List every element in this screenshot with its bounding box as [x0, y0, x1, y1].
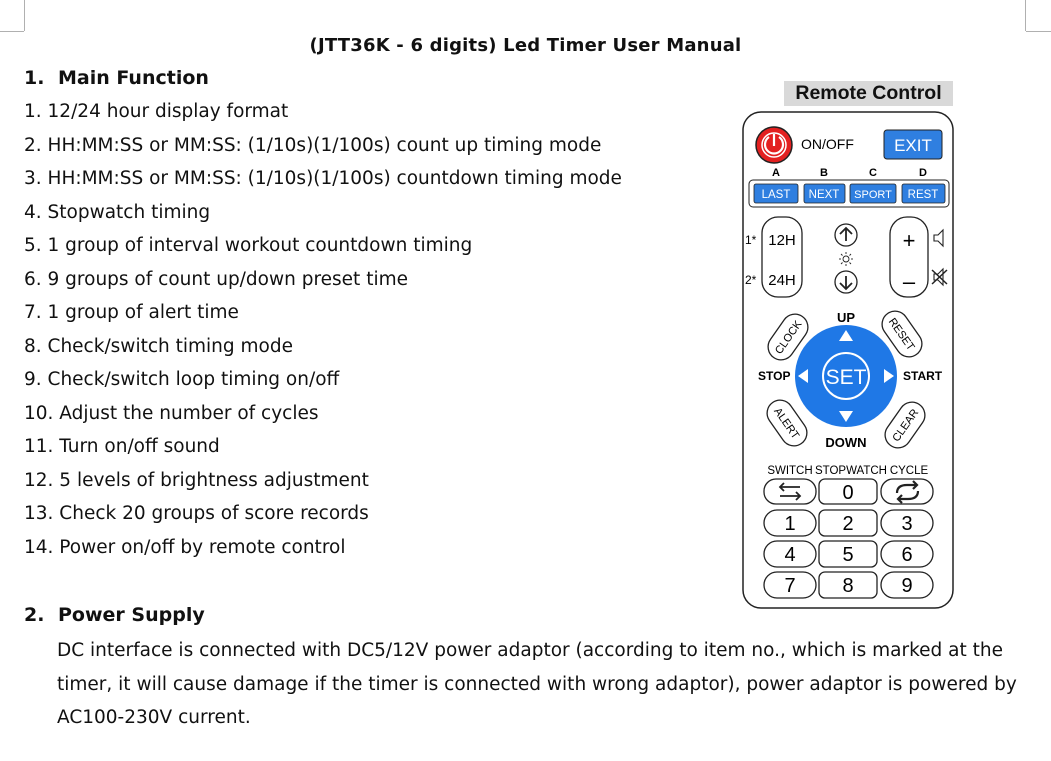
- stopwatch-label: STOPWATCH: [815, 465, 887, 477]
- last-button[interactable]: LAST: [753, 183, 799, 204]
- down-label: DOWN: [825, 435, 866, 450]
- digit-0-button[interactable]: 0: [818, 478, 878, 505]
- crop-mark-top-right: [1025, 0, 1026, 31]
- power-button[interactable]: [755, 126, 793, 164]
- digit-7-button[interactable]: 7: [763, 571, 817, 599]
- cycle-arrows-icon: [895, 480, 920, 504]
- function-item: 12. 5 levels of brightness adjustment: [24, 469, 369, 491]
- section-title: Main Function: [58, 67, 209, 89]
- up-label: UP: [837, 310, 855, 325]
- digit-label: 5: [842, 544, 853, 566]
- rest-button-label: REST: [908, 189, 939, 201]
- letter-label: B: [820, 167, 828, 179]
- digit-2-button[interactable]: 2: [818, 509, 878, 537]
- document-title: (JTT36K - 6 digits) Led Timer User Manua…: [309, 35, 742, 56]
- function-item: 11. Turn on/off sound: [24, 436, 220, 457]
- cycle-button[interactable]: [880, 478, 934, 505]
- digit-label: 2: [842, 513, 853, 535]
- switch-label: SWITCH: [767, 465, 812, 477]
- section-heading-power-supply: 2. Power Supply: [24, 604, 205, 626]
- digit-1-button[interactable]: 1: [763, 509, 817, 537]
- exit-button[interactable]: EXIT: [883, 129, 943, 160]
- mode-12h-prefix: 1*: [745, 233, 757, 247]
- 12h-button[interactable]: 12H: [768, 232, 796, 249]
- stop-label: STOP: [758, 369, 790, 383]
- brightness-icon: [839, 252, 853, 266]
- digit-8-button[interactable]: 8: [818, 571, 878, 599]
- 24h-button[interactable]: 24H: [768, 272, 796, 289]
- digit-label: 3: [901, 513, 912, 535]
- set-button[interactable]: [822, 352, 870, 400]
- dpad[interactable]: SET: [795, 325, 897, 427]
- function-item: 1. 12/24 hour display format: [24, 101, 289, 122]
- exit-button-label: EXIT: [894, 136, 932, 155]
- time-format-rocker: [761, 216, 803, 298]
- remote-control-illustration: ON/OFF EXIT A B C D LAST NEXT SPORT REST…: [742, 111, 954, 609]
- swap-arrows-icon: [778, 482, 802, 501]
- digit-label: 1: [784, 513, 795, 535]
- function-item: 10. Adjust the number of cycles: [24, 402, 319, 424]
- letter-label: C: [869, 167, 877, 179]
- next-button-label: NEXT: [809, 189, 840, 201]
- power-icon: [763, 134, 785, 155]
- digit-label: 4: [784, 544, 795, 566]
- mode-24h-prefix: 2*: [745, 273, 757, 287]
- crop-mark-top-right: [1026, 31, 1051, 32]
- dpad-down-arrow-icon[interactable]: [839, 411, 853, 422]
- digit-3-button[interactable]: 3: [880, 509, 934, 537]
- function-item: 5. 1 group of interval workout countdown…: [24, 235, 473, 256]
- function-item: 6. 9 groups of count up/down preset time: [24, 268, 408, 290]
- dpad-up-arrow-icon[interactable]: [839, 330, 853, 341]
- function-item: 7. 1 group of alert time: [24, 302, 239, 323]
- volume-up-button[interactable]: +: [903, 228, 916, 253]
- brightness-up-button[interactable]: [834, 223, 858, 247]
- last-button-label: LAST: [762, 189, 791, 201]
- digit-label: 8: [842, 575, 853, 597]
- function-item: 8. Check/switch timing mode: [24, 335, 293, 357]
- crop-mark-top-left: [0, 31, 24, 32]
- set-button-label: SET: [826, 366, 867, 389]
- digit-4-button[interactable]: 4: [763, 540, 817, 568]
- volume-rocker: [889, 216, 929, 298]
- function-item: 9. Check/switch loop timing on/off: [24, 369, 340, 390]
- arrow-up-icon: [839, 226, 853, 241]
- sport-button-label: SPORT: [854, 189, 892, 201]
- dpad-right-arrow-icon[interactable]: [884, 369, 894, 383]
- mode-button-row: [748, 179, 950, 208]
- digit-label: 9: [901, 575, 912, 597]
- rest-button[interactable]: REST: [901, 183, 946, 204]
- function-item: 2. HH:MM:SS or MM:SS: (1/10s)(1/100s) co…: [24, 134, 602, 156]
- speaker-icon: [933, 228, 944, 248]
- cycle-label: CYCLE: [890, 465, 929, 477]
- section-heading-main-function: 1. Main Function: [24, 67, 209, 89]
- start-label: START: [903, 369, 943, 383]
- digit-5-button[interactable]: 5: [818, 540, 878, 568]
- letter-label: D: [919, 167, 927, 179]
- function-item: 4. Stopwatch timing: [24, 201, 211, 223]
- volume-down-button[interactable]: –: [903, 269, 916, 294]
- dpad-left-arrow-icon[interactable]: [798, 369, 808, 383]
- sport-button[interactable]: SPORT: [849, 183, 897, 204]
- section-number: 1.: [24, 67, 45, 89]
- function-item: 14. Power on/off by remote control: [24, 536, 346, 558]
- brightness-down-button[interactable]: [834, 270, 858, 294]
- switch-button[interactable]: [763, 478, 817, 505]
- digit-9-button[interactable]: 9: [880, 571, 934, 599]
- function-item: 3. HH:MM:SS or MM:SS: (1/10s)(1/100s) co…: [24, 168, 622, 189]
- digit-label: 0: [842, 482, 853, 504]
- power-supply-paragraph: DC interface is connected with DC5/12V p…: [57, 640, 1017, 728]
- power-button-label: ON/OFF: [801, 136, 854, 152]
- crop-mark-top-left: [24, 0, 25, 31]
- letter-label: A: [772, 167, 780, 179]
- arrow-down-icon: [839, 276, 853, 291]
- section-title: Power Supply: [58, 604, 205, 626]
- remote-control-title: Remote Control: [784, 81, 953, 106]
- digit-6-button[interactable]: 6: [880, 540, 934, 568]
- function-item: 13. Check 20 groups of score records: [24, 503, 369, 524]
- next-button[interactable]: NEXT: [803, 183, 846, 204]
- section-number: 2.: [24, 604, 45, 626]
- digit-label: 7: [784, 575, 795, 597]
- digit-label: 6: [901, 544, 912, 566]
- mute-icon: [931, 267, 948, 287]
